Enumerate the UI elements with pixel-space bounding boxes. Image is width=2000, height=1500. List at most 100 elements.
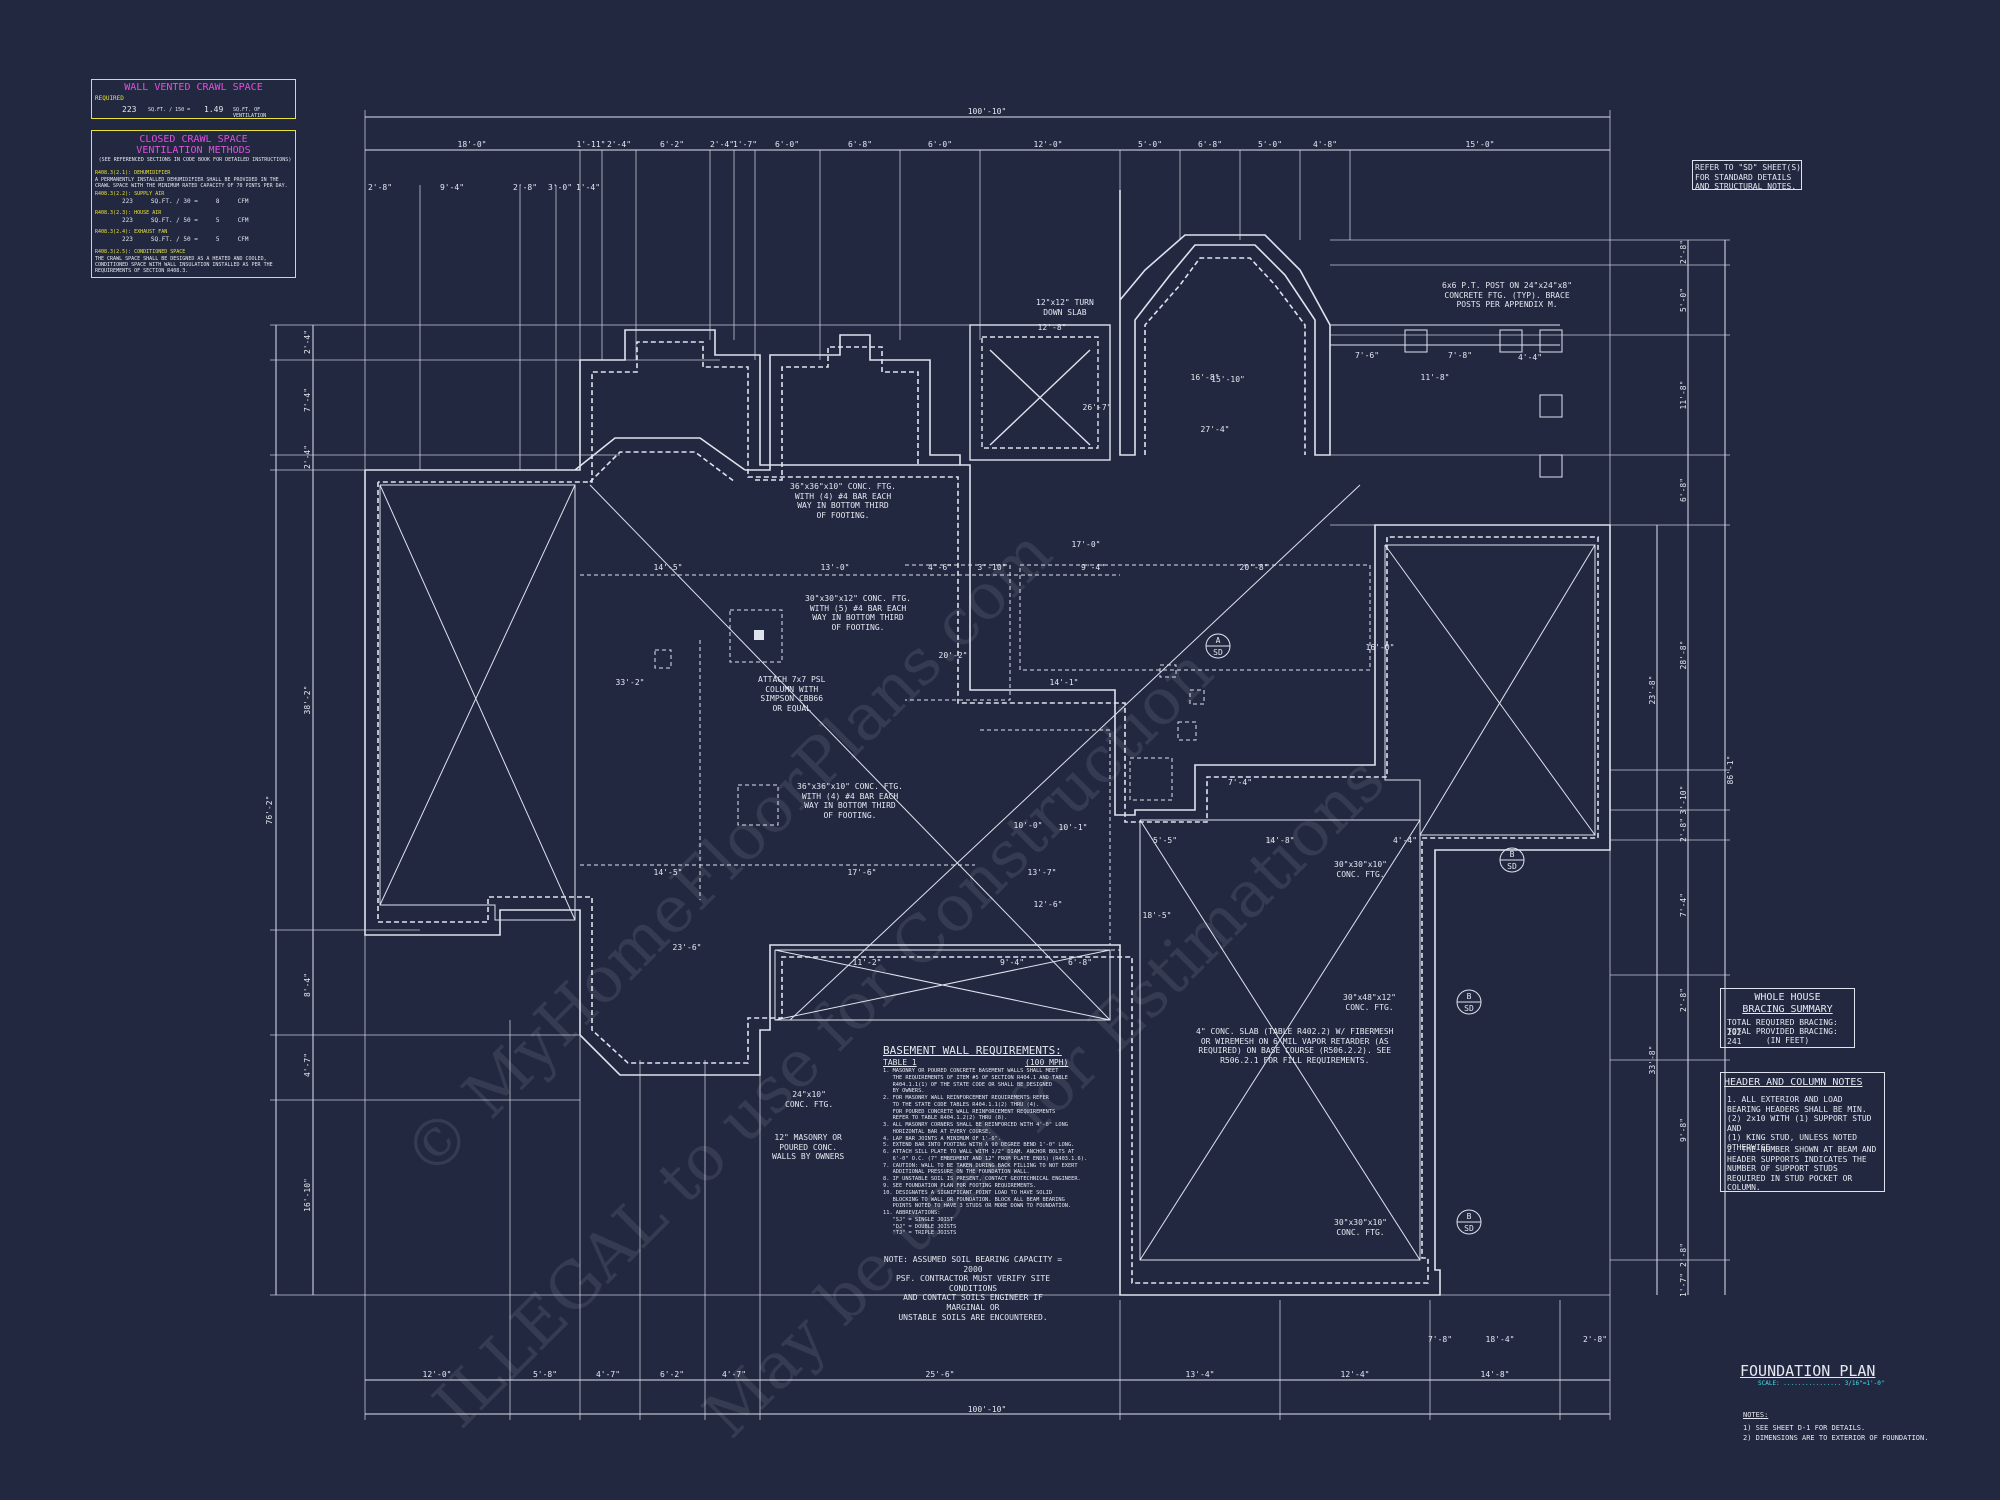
dim-interior-26: 20'-2" [939,651,968,660]
callout-ftg-30: 30"x30"x12" CONC. FTG. WITH (5) #4 BAR E… [805,594,911,632]
section-tag-labels: A SD B SD B SD B SD [1213,636,1517,1233]
closed-crawl-table: CLOSED CRAWL SPACE VENTILATION METHODS (… [91,130,296,278]
dim-top2-3: 3'-0" [548,183,572,192]
dim-right-4: 28'-8" [1679,641,1688,670]
dim-top-6: 6'-0" [775,140,799,149]
house-line: 223 SQ.FT. / 50 = 5 CFM [122,217,249,224]
bracing-title-2: BRACING SUMMARY [1742,1004,1833,1015]
dim-interior-20: 5'-5" [1153,836,1177,845]
wall-vented-crawl-table: WALL VENTED CRAWL SPACE REQUIRED 223 SQ.… [91,79,296,119]
dim-right-8: 2'-8" [1679,988,1688,1012]
bracing-unit: (IN FEET) [1765,1036,1810,1045]
plan-scale: SCALE: ................ 3/16"=1'-0" [1758,1380,1885,1387]
header-notes-box: HEADER AND COLUMN NOTES 1. ALL EXTERIOR … [1720,1072,1885,1192]
closed-crawl-title-2: VENTILATION METHODS [136,145,251,156]
dim-interior-13: 11'-8" [1421,373,1450,382]
plan-title: FOUNDATION PLAN [1740,1362,1876,1380]
dim-left-3: 38'-2" [303,686,312,715]
post-marker [754,630,764,640]
tag-b2-bottom: SD [1464,1004,1474,1013]
dim-top-7: 6'-8" [848,140,872,149]
dim-interior-16: 11'-2" [853,958,882,967]
house-title: R408.3(2.3): HOUSE AIR [95,210,162,216]
callout-column: ATTACH 7x7 PSL COLUMN WITH SIMPSON CBB66… [758,675,826,713]
dim-overall-bottom: 100'-10" [968,1405,1007,1414]
exhaust-line: 223 SQ.FT. / 50 = 5 CFM [122,236,249,243]
callout-slab-note: 4" CONC. SLAB (TABLE R402.2) W/ FIBERMES… [1196,1027,1394,1065]
dim-interior-7: 17'-6" [848,868,877,877]
basement-wall-table-right: (100 MPH) [1025,1058,1069,1067]
dim-bottom2-1: 18'-4" [1486,1335,1515,1344]
exhaust-title: R408.3(2.4): EXHAUST FAN [95,229,168,235]
tag-b1-top: B [1510,850,1515,859]
dim-bottom-0: 12'-0" [423,1370,452,1379]
dim-interior-18: 6'-8" [1068,958,1092,967]
supply-line: 223 SQ.FT. / 30 = 8 CFM [122,198,249,205]
wall-vented-required: REQUIRED [95,95,124,102]
dim-interior-2: 4'-6" [928,563,952,572]
tag-a-bottom: SD [1213,648,1223,657]
octagon-bay [1119,190,1331,456]
dim-interior-8: 13'-7" [1028,868,1057,877]
wall-vented-area-unit: SQ.FT. / 150 = [148,107,191,113]
dim-interior-3: 3'-10" [978,563,1007,572]
dehumid-title: R408.3(2.1): DEHUMIDIFIER [95,170,171,176]
refer-note-box: REFER TO "SD" SHEET(S) FOR STANDARD DETA… [1692,160,1802,191]
dim-right-9: 9'-8" [1679,1118,1688,1142]
dim-left-1: 7'-4" [303,388,312,412]
dim-right-11: 1'-7" [1679,1273,1688,1297]
dim-interior-12: 7'-8" [1448,351,1472,360]
dim-right2-1: 33'-8" [1648,1046,1657,1075]
dim-interior-32: 10'-0" [1014,821,1043,830]
callout-ftg-30-bottom: 30"x30"x10" CONC. FTG. [1334,1218,1387,1237]
dim-right-6: 2'-8" [1679,818,1688,842]
callout-ftg-30x48: 30"x48"x12" CONC. FTG. [1343,993,1396,1012]
dim-interior-1: 13'-0" [821,563,850,572]
callout-turn-down-slab: 12"x12" TURN DOWN SLAB [1036,298,1094,317]
callout-ftg-36-mid: 36"x36"x10" CONC. FTG. WITH (4) #4 BAR E… [797,782,903,820]
tag-b1-bottom: SD [1507,862,1517,871]
dim-top-13: 4'-8" [1313,140,1337,149]
header-notes-title: HEADER AND COLUMN NOTES [1724,1077,1863,1088]
dim-top-4: 2'-4" [710,140,734,149]
dim-bottom-6: 13'-4" [1186,1370,1215,1379]
dim-bottom-2: 4'-7" [596,1370,620,1379]
dim-overall-left: 76'-2" [265,796,274,825]
dimension-text: 100'-10" 100'-10" 76'-2" 86'-1" 18'-0"1'… [265,107,1735,1414]
dim-left-6: 16'-10" [303,1178,312,1212]
basement-soil-note: NOTE: ASSUMED SOIL BEARING CAPACITY = 20… [883,1255,1063,1322]
wall-vented-vent-unit: SQ.FT. OF VENTILATION [233,107,267,119]
tag-b2-top: B [1467,992,1472,1001]
dim-top-14: 15'-0" [1466,140,1495,149]
dim-overall-right: 86'-1" [1726,756,1735,785]
overall-dimension-lines [275,116,1726,1415]
closed-crawl-subtitle: (SEE REFERENCED SECTIONS IN CODE BOOK FO… [98,157,292,163]
cond-text: THE CRAWL SPACE SHALL BE DESIGNED AS A H… [95,256,273,274]
dim-bottom-3: 6'-2" [660,1370,684,1379]
dim-interior-4: 9'-4" [1081,563,1105,572]
dim-interior-5: 20'-8" [1240,563,1269,572]
dim-interior-25: 17'-0" [1072,540,1101,549]
dim-right-3: 6'-8" [1679,478,1688,502]
dim-interior-14: 12'-8" [1038,323,1067,332]
dim-top-9: 12'-0" [1034,140,1063,149]
dim-top2-4: 1'-4" [576,183,600,192]
supply-title: R408.3(2.2): SUPPLY AIR [95,191,165,197]
plan-note-2: 2) DIMENSIONS ARE TO EXTERIOR OF FOUNDAT… [1743,1434,1929,1442]
plan-notes-label: NOTES: [1743,1411,1769,1419]
dim-interior-30: 18'-5" [1143,911,1172,920]
basement-wall-title: BASEMENT WALL REQUIREMENTS: [883,1044,1062,1057]
dim-bottom-7: 12'-4" [1341,1370,1370,1379]
dim-interior-19: 14'-8" [1266,836,1295,845]
dim-left-5: 4'-7" [303,1053,312,1077]
callout-post-note: 6x6 P.T. POST ON 24"x24"x8" CONCRETE FTG… [1442,281,1573,310]
bracing-title-1: WHOLE HOUSE [1754,992,1821,1003]
dim-top2-0: 2'-8" [368,183,392,192]
callout-ftg-24: 24"x10" CONC. FTG. [785,1090,834,1109]
bracing-summary-box: WHOLE HOUSE BRACING SUMMARY TOTAL REQUIR… [1720,988,1855,1048]
wall-vented-title: WALL VENTED CRAWL SPACE [124,82,263,93]
turn-down-slab [969,324,1111,461]
wall-vented-vent: 1.49 [204,105,224,114]
dim-right-7: 7'-4" [1679,893,1688,917]
